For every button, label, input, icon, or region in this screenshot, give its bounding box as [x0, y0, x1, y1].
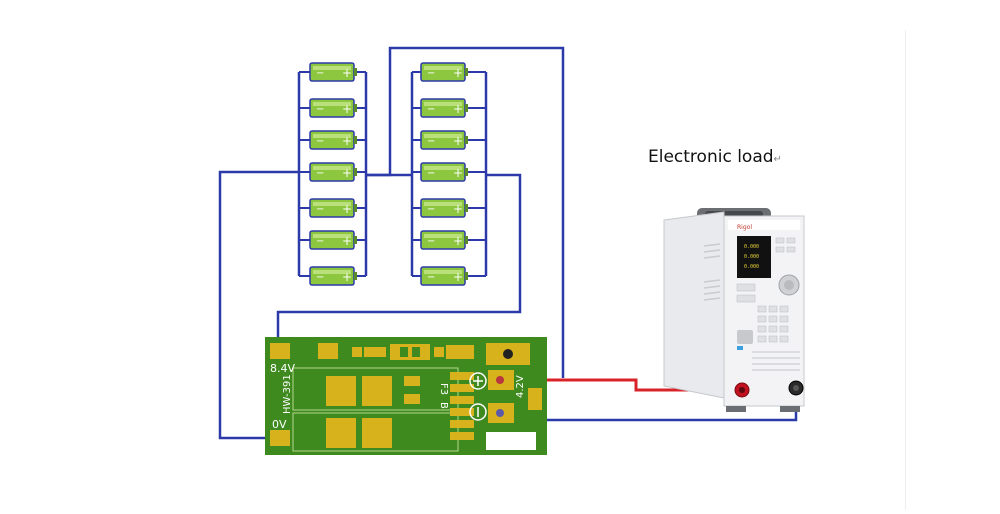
board-label-fuse: F3: [438, 383, 449, 395]
board-label-8v4: 8.4V: [270, 362, 295, 375]
cell-negative-sign: −: [427, 104, 435, 115]
cell-positive-sign: +: [342, 134, 352, 148]
cell-negative-sign: −: [427, 204, 435, 215]
cell-positive-sign: +: [453, 102, 463, 116]
cell-positive-sign: +: [453, 234, 463, 248]
load-reading-3: 0.000: [744, 264, 759, 270]
mid-point-wire: [276, 173, 522, 350]
left-battery-bank: −+−+−+−+−+−+−+: [297, 62, 368, 286]
rightBank-cell-1: −+: [420, 62, 468, 82]
cell-positive-sign: +: [342, 66, 352, 80]
cell-negative-sign: −: [316, 236, 324, 247]
cell-positive-sign: +: [453, 202, 463, 216]
cell-positive-sign: +: [453, 134, 463, 148]
cell-positive-sign: +: [342, 202, 352, 216]
electronic-load-device: Rigol 0.000 0.000 0.000: [663, 208, 805, 412]
caption-text: Electronic load: [648, 147, 774, 167]
rightBank-cell-3: −+: [420, 130, 468, 150]
load-screen: [737, 236, 771, 278]
cell-positive-sign: +: [453, 270, 463, 284]
cell-negative-sign: −: [427, 136, 435, 147]
cell-negative-sign: −: [427, 168, 435, 179]
leftBank-cell-1: −+: [309, 62, 357, 82]
cell-negative-sign: −: [316, 68, 324, 79]
minus-symbol-icon: [469, 403, 487, 421]
leftBank-cell-2: −+: [309, 98, 357, 118]
load-reading-1: 0.000: [744, 244, 759, 250]
plus-symbol-icon: [469, 372, 487, 390]
cell-negative-sign: −: [316, 136, 324, 147]
cell-positive-sign: +: [342, 234, 352, 248]
leftBank-cell-6: −+: [309, 230, 357, 250]
cell-negative-sign: −: [427, 272, 435, 283]
cell-positive-sign: +: [342, 166, 352, 180]
cell-positive-sign: +: [342, 102, 352, 116]
page-edge-line: [905, 30, 906, 510]
leftBank-cell-7: −+: [309, 266, 357, 286]
cell-positive-sign: +: [453, 166, 463, 180]
leftBank-cell-4: −+: [309, 162, 357, 182]
return-mark: ↵: [773, 154, 782, 165]
leftBank-cell-3: −+: [309, 130, 357, 150]
load-reading-2: 0.000: [744, 254, 759, 260]
cell-negative-sign: −: [316, 104, 324, 115]
pad-b: [528, 388, 542, 410]
zero-volt-wire: [218, 170, 299, 440]
leftBank-cell-5: −+: [309, 198, 357, 218]
protection-board: 8.4V 0V HW-391 F3 B 4.2V: [265, 337, 547, 455]
pad-0v: [270, 430, 290, 446]
board-model-label: HW-391: [282, 374, 293, 414]
rightBank-cell-7: −+: [420, 266, 468, 286]
cell-negative-sign: −: [316, 272, 324, 283]
rightBank-cell-6: −+: [420, 230, 468, 250]
cell-positive-sign: +: [342, 270, 352, 284]
cell-negative-sign: −: [427, 236, 435, 247]
load-brand-label: Rigol: [737, 224, 752, 231]
right-battery-bank: −+−+−+−+−+−+−+: [410, 62, 488, 286]
pad-8v4: [270, 343, 290, 359]
cell-negative-sign: −: [316, 204, 324, 215]
load-on-button: [737, 330, 753, 344]
cell-negative-sign: −: [316, 168, 324, 179]
cell-positive-sign: +: [453, 66, 463, 80]
board-label-4v2: 4.2V: [515, 375, 526, 398]
board-label-0v: 0V: [272, 418, 287, 431]
rightBank-cell-2: −+: [420, 98, 468, 118]
electronic-load-caption: Electronic load↵: [648, 147, 782, 167]
cell-negative-sign: −: [427, 68, 435, 79]
rightBank-cell-5: −+: [420, 198, 468, 218]
rightBank-cell-4: −+: [420, 162, 468, 182]
board-label-b: B: [438, 402, 449, 409]
